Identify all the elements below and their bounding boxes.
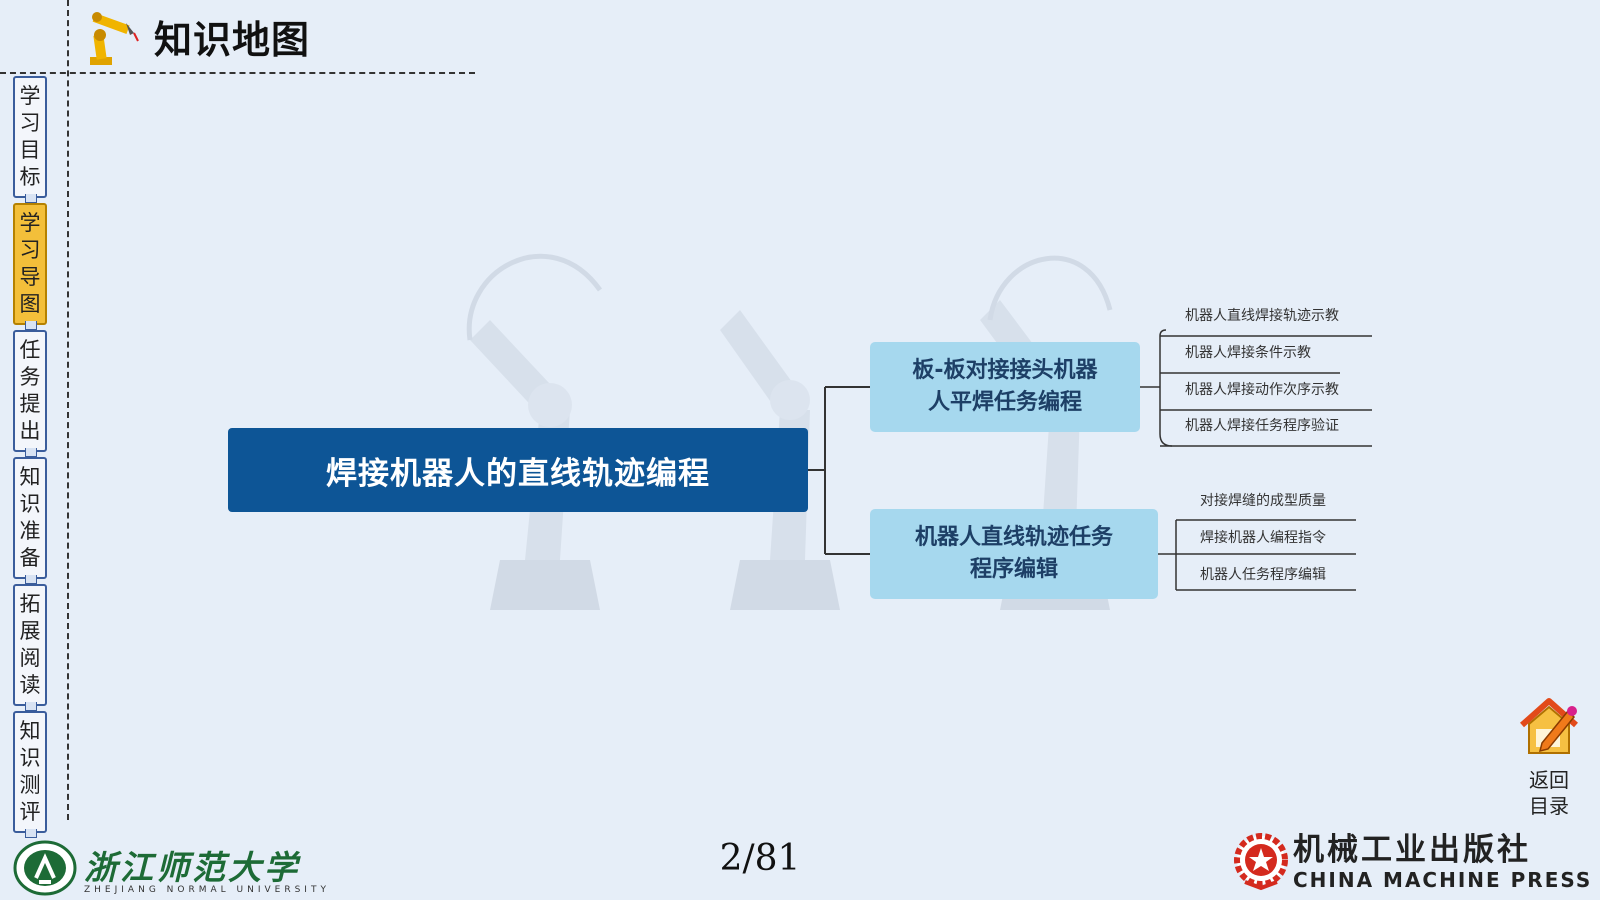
sidebar-tab-2[interactable]: 学习导图 [13, 203, 47, 330]
branch-label-line: 人平焊任务编程 [927, 390, 1082, 415]
press-name: 机械工业出版社 [1293, 832, 1531, 868]
mindmap-branch-node-2[interactable]: 机器人直线轨迹任务程序编辑 [870, 509, 1158, 599]
university-name: 浙江师范大学 [84, 848, 300, 887]
return-label-line: 返回 [1529, 768, 1569, 792]
press-logo: 机械工业出版社 CHINA MACHINE PRESS [1233, 832, 1592, 892]
home-pencil-icon [1520, 698, 1578, 754]
mindmap-center-node[interactable]: 焊接机器人的直线轨迹编程 [228, 428, 808, 512]
sidebar-tab-6[interactable]: 知识测评 [13, 711, 47, 838]
sidebar-tab-label: 知识准备 [19, 465, 41, 570]
sidebar-tab-label: 学习导图 [19, 211, 41, 316]
university-name-en: ZHEJIANG NORMAL UNIVERSITY [84, 885, 330, 895]
return-to-contents-button[interactable]: 返回 目录 [1515, 695, 1583, 819]
mindmap-leaf[interactable]: 机器人任务程序编辑 [1200, 567, 1326, 583]
sidebar-tab-1[interactable]: 学习目标 [13, 76, 47, 203]
branch-label-line: 板-板对接接头机器 [912, 358, 1098, 383]
sidebar-tab-5[interactable]: 拓展阅读 [13, 584, 47, 711]
page-header: 知识地图 [80, 6, 310, 66]
mindmap-leaf[interactable]: 焊接机器人编程指令 [1200, 530, 1326, 546]
sidebar-divider [67, 0, 69, 820]
side-navigation: 学习目标学习导图任务提出知识准备拓展阅读知识测评 [13, 76, 51, 838]
mindmap-branch-node-1[interactable]: 板-板对接接头机器人平焊任务编程 [870, 342, 1140, 432]
university-seal-icon [13, 840, 77, 896]
sidebar-tab-3[interactable]: 任务提出 [13, 330, 47, 457]
branch-label-line: 机器人直线轨迹任务 [914, 525, 1113, 550]
page-number: 2/81 [719, 838, 801, 879]
mindmap-leaf[interactable]: 机器人焊接条件示教 [1185, 345, 1311, 361]
mindmap-leaf[interactable]: 对接焊缝的成型质量 [1200, 493, 1326, 509]
mindmap-leaf[interactable]: 机器人焊接任务程序验证 [1185, 418, 1339, 434]
sidebar-tab-label: 学习目标 [19, 84, 41, 189]
sidebar-tab-label: 知识测评 [19, 719, 41, 824]
sidebar-tab-label: 拓展阅读 [19, 592, 41, 697]
sidebar-tab-label: 任务提出 [19, 338, 41, 443]
page-title: 知识地图 [154, 16, 311, 62]
robot-arm-icon [90, 12, 139, 65]
mindmap-leaf[interactable]: 机器人直线焊接轨迹示教 [1185, 308, 1339, 324]
university-logo: 浙江师范大学 ZHEJIANG NORMAL UNIVERSITY [12, 840, 330, 896]
press-name-en: CHINA MACHINE PRESS [1293, 868, 1593, 892]
branch-label-line: 程序编辑 [969, 557, 1058, 582]
header-divider [0, 72, 475, 74]
return-label-line: 目录 [1529, 794, 1569, 818]
press-star-emblem-icon [1234, 833, 1288, 891]
mindmap-leaf[interactable]: 机器人焊接动作次序示教 [1185, 382, 1339, 398]
sidebar-tab-4[interactable]: 知识准备 [13, 457, 47, 584]
